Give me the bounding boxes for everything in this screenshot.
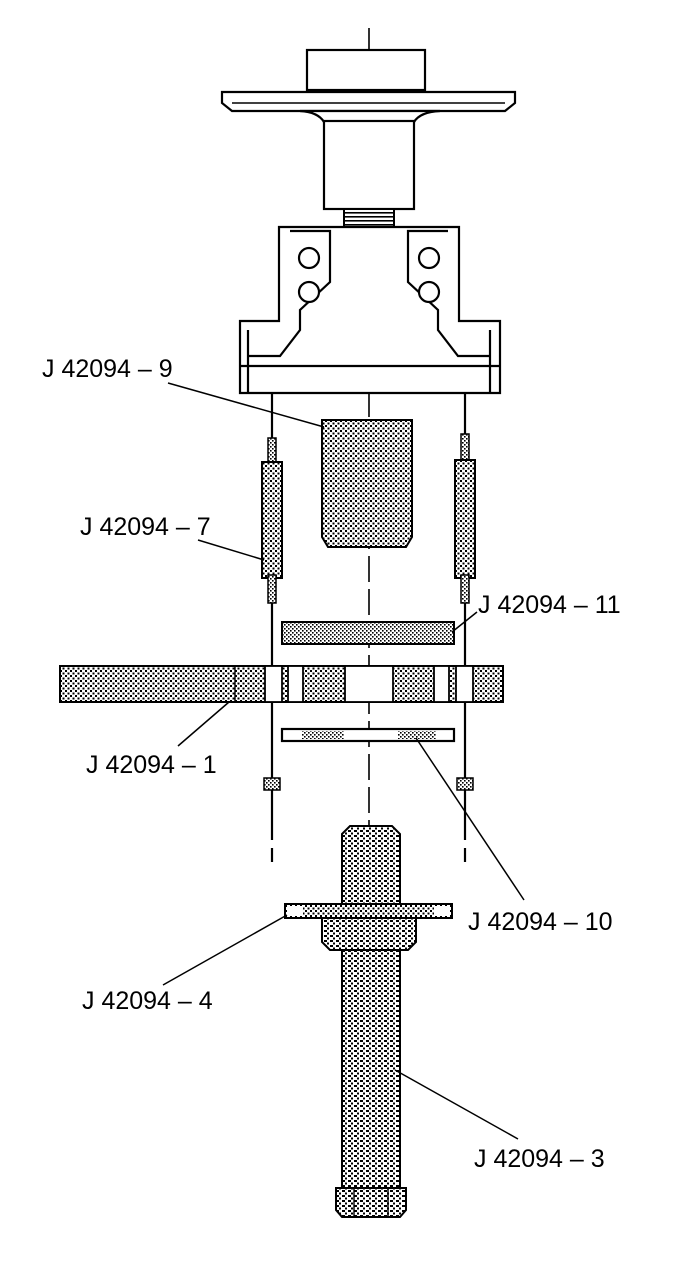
adapter-9	[321, 419, 413, 548]
spacer-11	[281, 621, 455, 645]
label-part-1: J 42094 – 1	[86, 751, 217, 779]
forcing-screw-3	[335, 825, 407, 1218]
base-plate-1	[59, 665, 504, 703]
bearing-housing	[238, 225, 502, 395]
washer-10	[280, 727, 456, 743]
leader-lines	[162, 382, 525, 1140]
label-part-9: J 42094 – 9	[42, 355, 173, 383]
nut-4	[284, 903, 453, 951]
label-part-10: J 42094 – 10	[468, 908, 613, 936]
label-part-3: J 42094 – 3	[474, 1145, 605, 1173]
label-part-7: J 42094 – 7	[80, 513, 211, 541]
threaded-rods	[261, 393, 476, 862]
label-part-4: J 42094 – 4	[82, 987, 213, 1015]
label-part-11: J 42094 – 11	[478, 591, 621, 619]
